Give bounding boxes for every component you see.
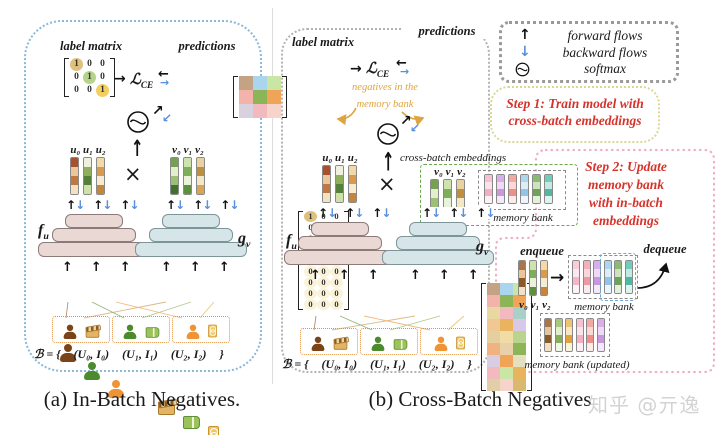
times-operator: × [124,162,142,186]
cross-batch-embeddings-box [420,164,578,226]
caption-a: (a) In-Batch Negatives. [43,387,241,411]
panel-b-f-label: fu [286,232,297,253]
softmax-legend-icon [515,62,530,77]
panel-a-u-labels: u₀ u₁ u₂ [70,144,106,156]
user-icon [60,344,76,362]
panel-a-f-flow-arrows: ↑↓ ↑↓ ↑↓ [66,198,139,212]
dequeue-highlight-box [600,253,636,301]
panel-a-predictions-title: predictions [178,39,236,53]
step2-text: Step 2: Update memory bank with in-batch… [585,159,667,228]
panel-a-g-flow-arrows: ↑↓ ↑↓ ↑↓ [166,198,239,212]
legend-forward-label: forward flows [567,28,643,43]
enqueue-v-labels: v₀ v₁ v₂ [519,299,551,311]
enqueue-bars [518,260,548,296]
speaker-icon [208,426,219,435]
panel-a-item-tower [135,214,247,257]
book-icon [183,416,200,429]
backward-arrow-icon: ↓ [519,44,531,60]
watermark: 知乎 @亓逸 [588,393,701,417]
batch-pair-box [420,328,478,355]
panel-b-v-labels: v₀ v₁ v₂ [434,166,466,178]
arrow-softmax-to-predictions: ↗ [152,103,164,119]
caption-b: (b) Cross-Batch Negatives [368,387,592,411]
panel-a-border [24,20,262,372]
panel-a-loss-label: ℒCE [130,72,154,91]
panel-b-f-flow-arrows: ↑↓ ↑↓ ↑↓ [318,206,391,220]
panel-b-item-tower [382,222,494,265]
panel-a-item-input-arrows: ↑↑↑ [161,260,230,275]
panel-divider [272,8,273,384]
user-icon [108,380,124,398]
panel-a-predictions-grid [233,76,287,118]
panel-a-batch-equation: ℬ = { (U₀, I₀) (U₁, I₁) (U₂, I₂) } [34,347,224,361]
legend-backward-label: backward flows [562,45,648,60]
panel-a-user-input-arrows: ↑↑↑ [62,260,131,275]
batch-pair-box [52,316,110,343]
updated-memory-bank-box [540,313,610,357]
arrow-loss-to-predictions-backward: → [400,65,410,78]
arrow-labelmatrix-to-loss: → [350,61,362,77]
panel-b-label-matrix-title: label matrix [292,35,355,49]
panel-b-memory-bank-label: memory bank [493,212,553,224]
arrow-predictions-to-softmax-backward: ↙ [410,121,421,135]
arrow-predictions-to-softmax-backward: ↙ [162,111,173,125]
forward-arrow-icon: ↑ [519,27,531,43]
panel-a-g-label: gv [238,230,251,251]
step2-memory-bank-label: memory bank [574,301,634,313]
movie-icon [158,402,175,415]
panel-b-predictions-grid [481,283,532,391]
panel-a-v-bars [170,157,205,195]
panel-a-f-label: fu [38,222,49,243]
panel-b-loss-label: ℒCE [366,61,390,80]
dequeue-label: dequeue [643,242,687,256]
panel-a-v-labels: v₀ v₁ v₂ [172,144,204,156]
arrow-predictions-to-loss: ← [158,67,169,82]
panel-b-g-flow-arrows: ↑↓ ↑↓ ↑↓ [422,206,495,220]
step2-memory-bank-bars [572,260,634,294]
panel-b-u-labels: u₀ u₁ u₂ [322,152,358,164]
panel-a-label-matrix-title: label matrix [60,39,123,53]
step1-box [490,86,660,143]
cross-batch-embeddings-label: cross-batch embeddings [400,152,507,164]
legend-box [499,21,679,83]
panel-a-u-bars [70,157,105,195]
legend-softmax-label: softmax [584,61,626,76]
panel-b-predictions-title: predictions [402,24,492,39]
panel-b-batch-equation: ℬ = { (U₀, I₀) (U₁, I₁) (U₂, I₂) } [282,357,472,371]
arrow-loss-to-predictions-backward: → [160,76,170,89]
arrow-softmax-to-predictions: ↗ [400,113,412,129]
enqueue-label: enqueue [520,244,564,258]
panel-b-item-input-arrows: ↑↑↑ [410,268,479,283]
updated-memory-bank-bars [544,318,606,352]
updated-memory-bank-label: memory bank (updated) [524,359,630,371]
softmax-icon [376,122,400,146]
step2-memory-bank-box [568,255,638,299]
panel-b-u-bars [322,165,357,203]
panel-b-user-tower [284,222,396,265]
batch-pair-box [112,316,170,343]
softmax-icon [126,110,150,134]
batch-pair-box [172,316,230,343]
negatives-note: negatives in the memory bank [352,82,418,110]
panel-b-user-input-arrows: ↑↑↑ [310,268,379,283]
panel-a-user-tower [38,214,150,257]
arrow-labelmatrix-to-loss: → [114,71,126,87]
arrow-predictions-to-loss: ← [396,56,407,71]
panel-b-memory-bank-box [478,170,566,210]
arrow-times-to-softmax: ↑ [131,135,144,162]
user-icon [84,362,100,380]
dequeue-arrow [636,262,670,289]
times-operator: × [378,172,396,196]
panel-b-g-label: gv [476,238,489,259]
batch-pair-box [360,328,418,355]
batch-pair-box [300,328,358,355]
enqueue-arrow: → [550,268,565,288]
step1-text: Step 1: Train model with cross-batch emb… [506,96,644,128]
arrow-times-to-softmax: ↑ [382,146,395,178]
panel-b-memory-bank-bars [484,174,560,204]
